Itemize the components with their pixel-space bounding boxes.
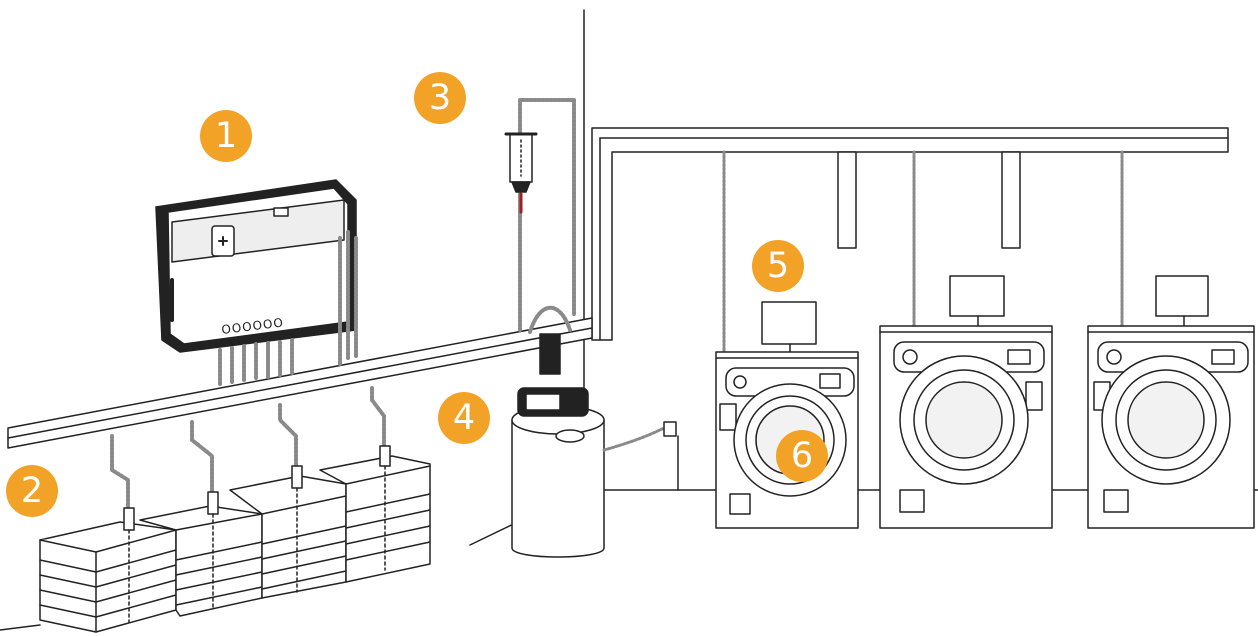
dosing-controller-unit: OOOOOO — [156, 180, 356, 352]
badge-3: 3 — [414, 72, 466, 124]
badge-4: 4 — [438, 392, 490, 444]
washing-machine-3 — [1088, 152, 1254, 528]
overhead-pipe — [592, 128, 1228, 340]
badge-5: 5 — [752, 240, 804, 292]
flow-meter-unit — [506, 100, 574, 330]
badge-6: 6 — [776, 430, 828, 482]
washing-machine-2 — [880, 152, 1052, 528]
container-1 — [40, 508, 176, 632]
chemical-container-group — [40, 446, 430, 632]
badge-2: 2 — [6, 465, 58, 517]
badge-1: 1 — [200, 110, 252, 162]
